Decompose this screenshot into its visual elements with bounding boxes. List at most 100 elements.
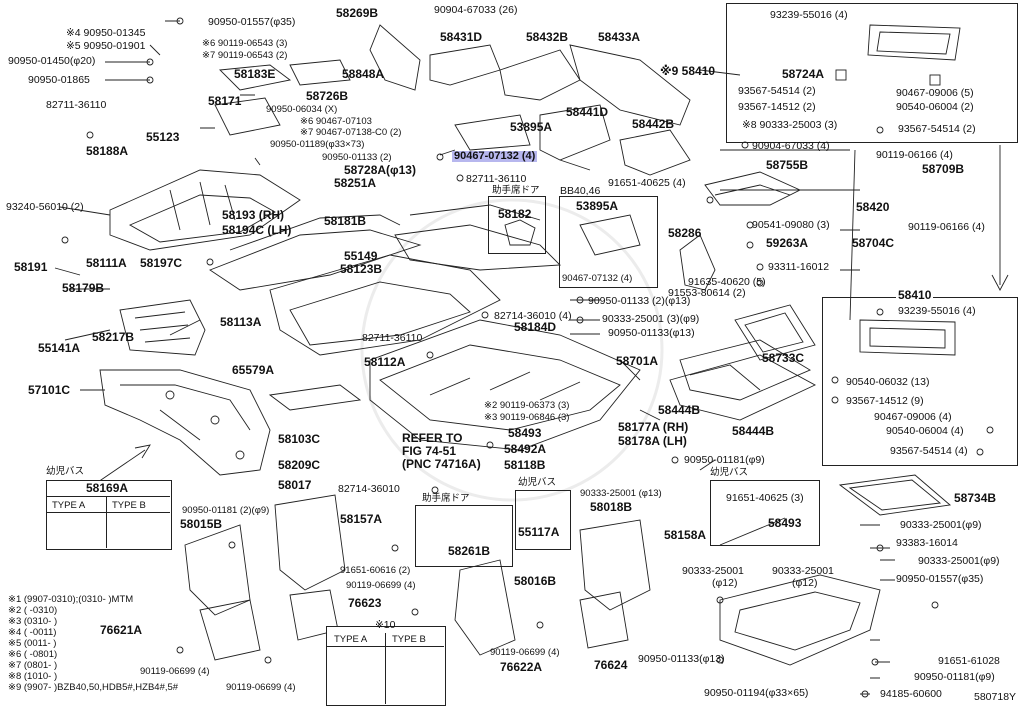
mid-box-label: 93567-54514 (4): [890, 445, 968, 457]
kids-bus-label: 幼児バス: [46, 466, 85, 477]
label-center: 90119-06699 (4): [346, 580, 416, 591]
top-box-label: ※8 90333-25003 (3): [742, 119, 838, 131]
label-center: 58728A(φ13): [344, 163, 416, 177]
label-center: 76623: [348, 596, 382, 610]
legend-line: ※7 (0801- ): [8, 660, 58, 671]
top-box-label: 93567-54514 (2): [898, 123, 976, 135]
label-center: 90467-07132 (4): [562, 273, 633, 284]
label-center: 58181B: [324, 214, 367, 228]
label-center: 65579A: [232, 363, 275, 377]
label-center: 58492A: [504, 442, 547, 456]
label-center: 58184D: [514, 320, 557, 334]
part-58169a-label: 58169A: [86, 481, 129, 495]
label-center: 58269B: [336, 6, 379, 20]
label-center: 82714-36010: [338, 483, 400, 495]
label-center: 53895A: [576, 199, 619, 213]
label-left: 58197C: [140, 256, 183, 270]
top-box-label: 93567-54514 (2): [738, 85, 816, 97]
label-center: 58158A: [664, 528, 707, 542]
label-center: 90950-01189(φ33×73): [270, 139, 365, 150]
label-left: 58171: [208, 94, 242, 108]
top-box-label: 90540-06004 (2): [896, 101, 974, 113]
label-center: ※6 90119-06543 (3): [202, 38, 288, 49]
label-left: 82711-36110: [46, 99, 107, 111]
divider: [46, 512, 170, 513]
label-right: 58442B: [632, 117, 675, 131]
top-box-label: 93567-14512 (2): [738, 101, 816, 113]
label-center: 58017: [278, 478, 312, 492]
label-right: 94185-60600: [880, 688, 942, 700]
label-left: 55123: [146, 130, 180, 144]
label-left: 93240-56010 (2): [6, 201, 84, 213]
label-right: 58178A (LH): [618, 434, 687, 448]
top-box-label: 93239-55016 (4): [770, 9, 848, 21]
label-right: 58444B: [658, 403, 701, 417]
legend-line: ※1 (9907-0310);(0310- )MTM: [8, 594, 134, 605]
kids-bus-label-2: 幼児バス: [518, 477, 557, 488]
label-center: 58194C (LH): [222, 223, 292, 237]
label-center: 58015B: [180, 517, 223, 531]
mid-box-label: 90467-09006 (4): [874, 411, 952, 423]
label-center: 58193 (RH): [222, 208, 285, 222]
label-left: 57101C: [28, 383, 71, 397]
label-right: 90119-06166 (4): [908, 221, 985, 233]
highlighted-part-label[interactable]: 90467-07132 (4): [452, 150, 538, 162]
label-right: 90541-09080 (3): [752, 219, 830, 231]
label-center: ※7 90119-06543 (2): [202, 50, 288, 61]
label-center: FIG 74-51: [402, 444, 457, 458]
label-right: 59263A: [766, 236, 809, 250]
label-center: 91651-60616 (2): [340, 565, 411, 576]
box-55117a: [515, 490, 571, 550]
label-right: 91651-40625 (4): [608, 177, 686, 189]
label-center: 58182: [498, 207, 532, 221]
label-center: 82714-36010 (4): [494, 310, 572, 322]
mid-box-label: 93239-55016 (4): [898, 305, 976, 317]
label-center: 58726B: [306, 89, 349, 103]
label-right: 90119-06166 (4): [876, 149, 953, 161]
legend-line: ※5 (0011- ): [8, 638, 57, 649]
label-right: 58177A (RH): [618, 420, 689, 434]
legend-line: ※6 ( -0801): [8, 649, 58, 660]
label-right: 90333-25001 (3)(φ9): [602, 313, 700, 325]
label-right: (φ12): [712, 577, 738, 589]
label-center: 58157A: [340, 512, 383, 526]
label-center: 58113A: [220, 315, 262, 329]
label-right: 93383-16014: [896, 537, 958, 549]
box-type-10: [326, 626, 446, 706]
label-center: 58261B: [448, 544, 491, 558]
label-right: 90333-25001(φ9): [918, 555, 1000, 567]
type-b-label: TYPE B: [112, 500, 146, 511]
label-center: 58103C: [278, 432, 321, 446]
mid-box-label: 93567-14512 (9): [846, 395, 924, 407]
label-right: 58493: [768, 516, 802, 530]
label-center: 58016B: [514, 574, 557, 588]
mid-box-label: 90540-06004 (4): [886, 425, 964, 437]
label-center: 58209C: [278, 458, 321, 472]
top-right-box: [726, 3, 1018, 143]
label-center: 53895A: [510, 120, 553, 134]
type-a-label: TYPE A: [52, 500, 86, 511]
label-right: 90950-01133(φ13): [638, 653, 725, 665]
label-center: 58441D: [566, 105, 609, 119]
label-right: 58755B: [766, 158, 809, 172]
label-center: 58123B: [340, 262, 383, 276]
box-58182: [488, 196, 546, 254]
label-center: ※6 90467-07103: [300, 116, 372, 127]
label-left: 90950-01865: [28, 74, 90, 86]
type-b-label-2: TYPE B: [392, 634, 426, 645]
divider: [46, 496, 170, 497]
legend-line: ※9 (9907- )BZB40,50,HDB5#,HZB4#,5#: [8, 682, 179, 693]
divider: [385, 633, 386, 704]
label-center: 58112A: [364, 355, 406, 369]
label-center: 55149: [344, 249, 378, 263]
label-center: 90950-01181 (2)(φ9): [182, 505, 270, 516]
label-right: 91651-61028: [938, 655, 1000, 667]
label-right: 58704C: [852, 236, 895, 250]
label-left: 58191: [14, 260, 48, 274]
note-10-label: ※10: [375, 619, 396, 631]
top-box-label: 90467-09006 (5): [896, 87, 974, 99]
label-center: 90119-06699 (4): [140, 666, 210, 677]
label-left: 58179B: [62, 281, 105, 295]
label-left: 90950-01450(φ20): [8, 55, 96, 67]
